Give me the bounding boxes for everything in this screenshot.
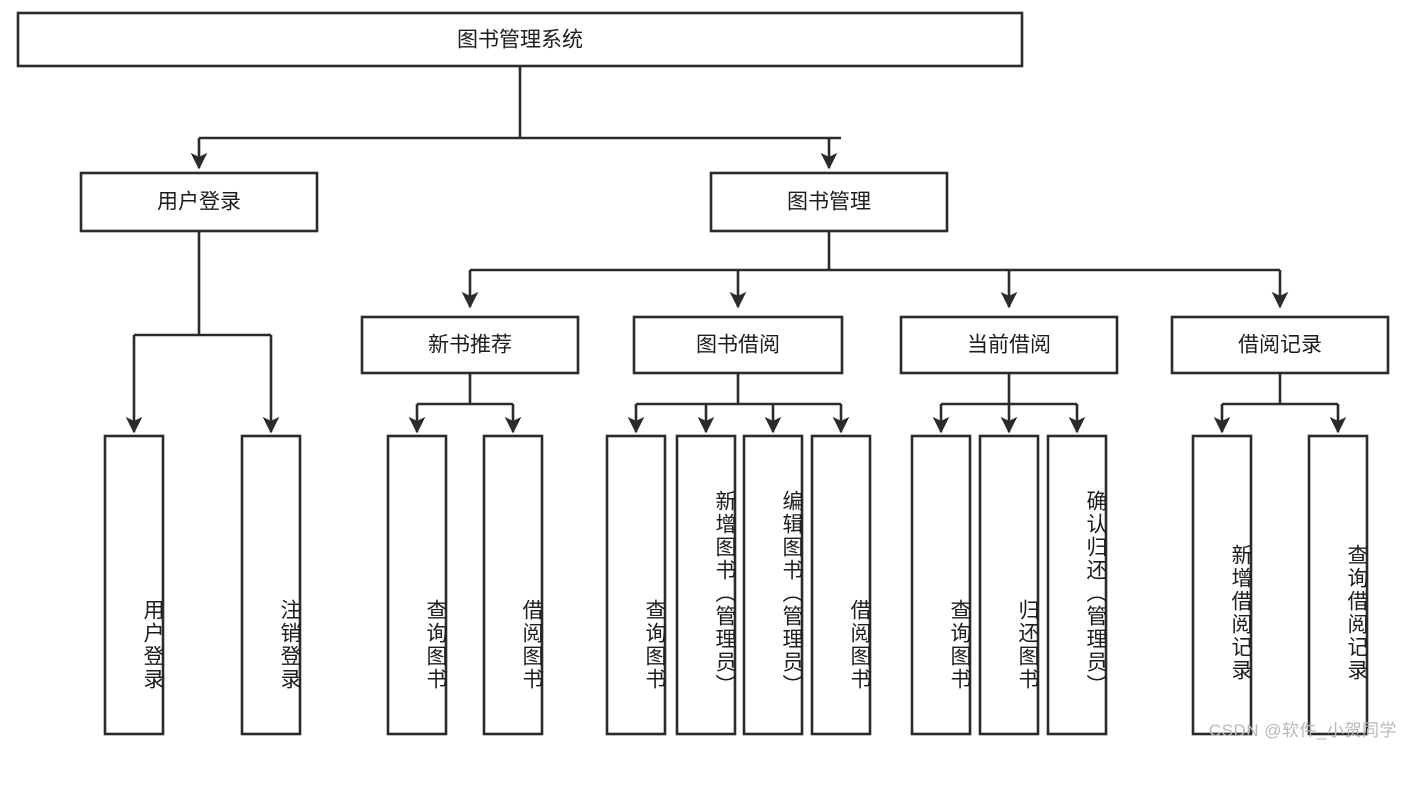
leaf-logout-login-box[interactable]: [240, 434, 302, 736]
leaf-query-borrow-record-box[interactable]: [1307, 434, 1369, 736]
node-new-book-recommend-label: 新书推荐: [428, 334, 512, 357]
node-user-login-label: 用户登录: [157, 191, 241, 214]
node-book-management-label: 图书管理: [787, 191, 871, 214]
node-root-label: 图书管理系统: [457, 29, 583, 52]
leaf-user-login-box[interactable]: [103, 434, 165, 736]
node-current-borrow-box[interactable]: [899, 315, 1119, 375]
node-new-book-recommend-box[interactable]: [360, 315, 580, 375]
leaf-borrow-book-2-box[interactable]: [810, 434, 872, 736]
leaf-add-borrow-record-box[interactable]: [1191, 434, 1253, 736]
node-book-borrow-label: 图书借阅: [696, 334, 780, 357]
node-root-box[interactable]: [16, 11, 1024, 68]
leaf-return-book-box[interactable]: [978, 434, 1040, 736]
node-borrow-record-box[interactable]: [1170, 315, 1390, 375]
tree-diagram-canvas: 图书管理系统 用户登录 图书管理 新书推荐 图书借阅 当前借阅 借阅记录: [16, 11, 1390, 736]
node-borrow-record-label: 借阅记录: [1238, 334, 1322, 357]
leaf-confirm-return-box[interactable]: [1046, 434, 1108, 736]
leaf-query-book-3-box[interactable]: [910, 434, 972, 736]
leaf-borrow-book-1-box[interactable]: [482, 434, 544, 736]
csdn-watermark: CSDN @软件_小贺同学: [1208, 721, 1397, 740]
node-book-borrow-box[interactable]: [632, 315, 844, 375]
book-management-system-diagram: 图书管理系统 用户登录 图书管理 新书推荐 图书借阅 当前借阅 借阅记录: [16, 11, 1397, 740]
leaf-add-book-box[interactable]: [675, 434, 737, 736]
node-book-management-box[interactable]: [709, 171, 949, 233]
leaf-edit-book-box[interactable]: [742, 434, 804, 736]
node-current-borrow-label: 当前借阅: [967, 334, 1051, 357]
leaf-query-book-2-box[interactable]: [605, 434, 667, 736]
leaf-query-book-1-box[interactable]: [386, 434, 448, 736]
